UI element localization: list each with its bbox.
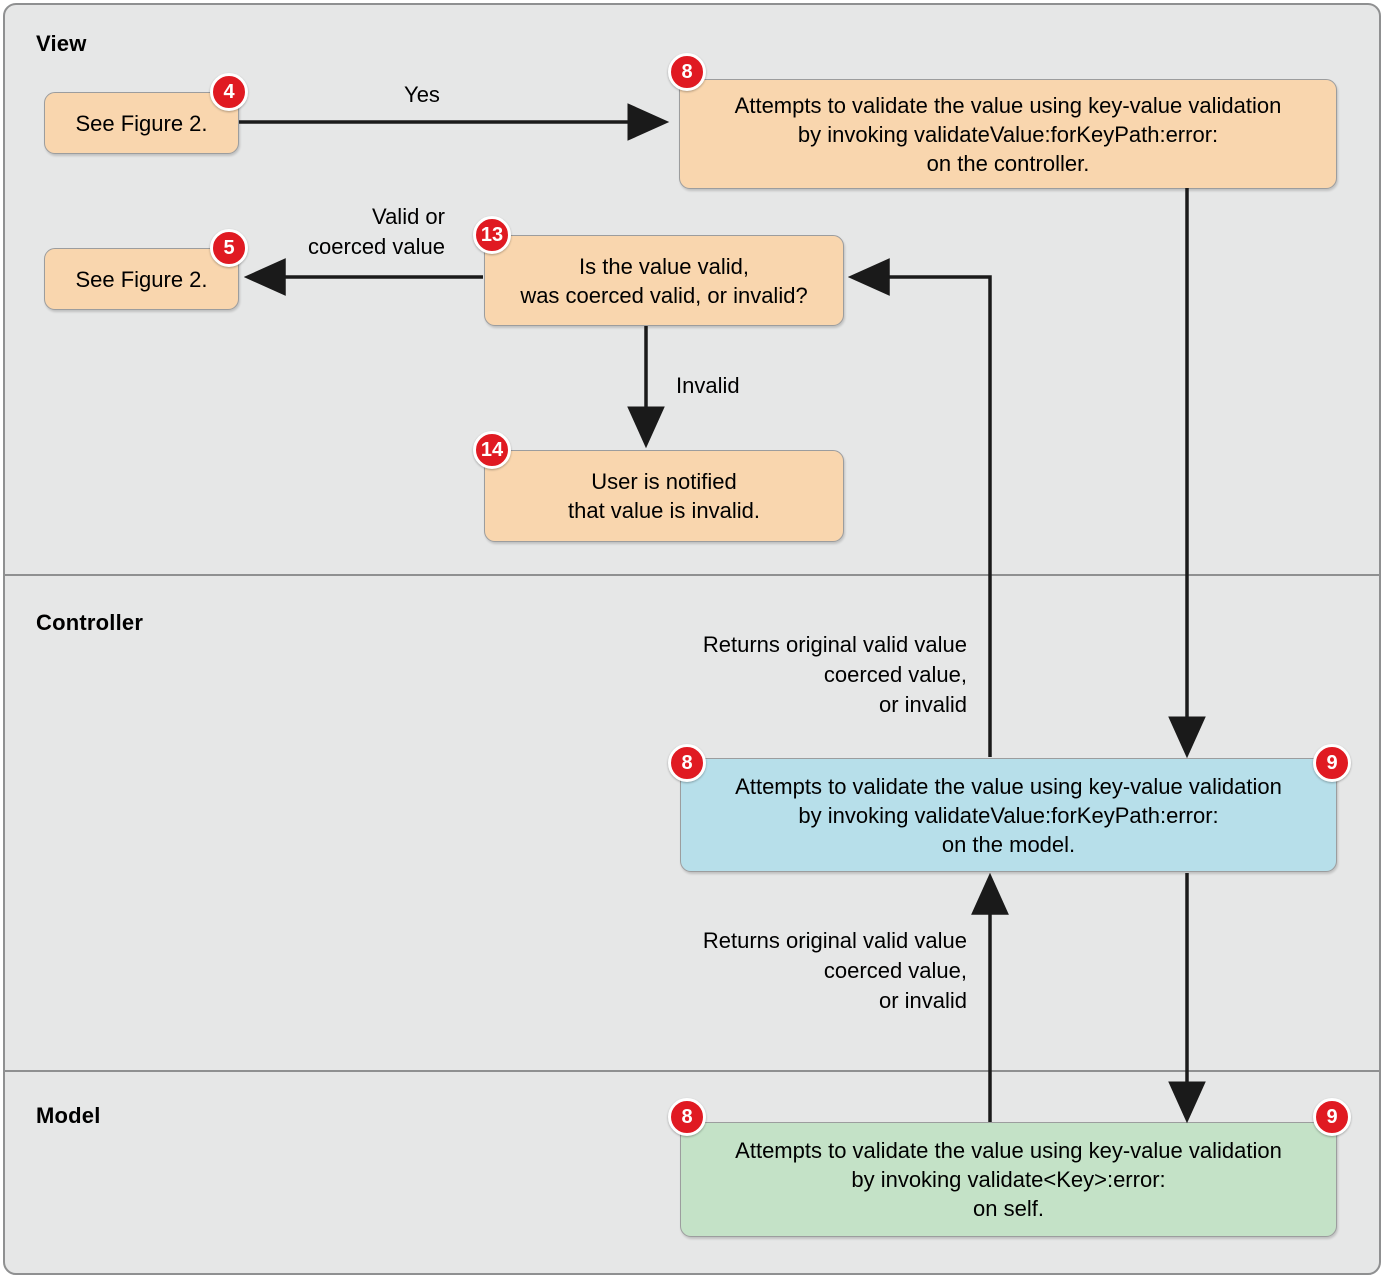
node-see-figure-2-a-text: See Figure 2.: [75, 110, 208, 136]
node-validate-model-text: Attempts to validate the value using key…: [735, 773, 1282, 857]
lane-divider-view-controller: [5, 574, 1379, 576]
step-badge-13: 13: [473, 216, 511, 254]
swimlane-container: View Controller Model: [3, 3, 1381, 1275]
step-badge-9-model: 9: [1313, 1098, 1351, 1136]
edge-label-invalid: Invalid: [676, 373, 740, 398]
node-validate-controller[interactable]: Attempts to validate the value using key…: [679, 79, 1337, 189]
step-badge-14: 14: [473, 431, 511, 469]
lane-title-controller: Controller: [36, 610, 144, 635]
node-see-figure-2-b-text: See Figure 2.: [75, 266, 208, 292]
node-is-value-valid-text: Is the value valid, was coerced valid, o…: [520, 253, 808, 308]
step-badge-8-model: 8: [668, 1098, 706, 1136]
lane-title-model: Model: [36, 1103, 101, 1128]
step-badge-9-controller: 9: [1313, 744, 1351, 782]
edge-label-yes: Yes: [404, 82, 440, 107]
lane-title-view: View: [36, 31, 87, 56]
node-validate-controller-text: Attempts to validate the value using key…: [734, 92, 1282, 176]
lane-divider-controller-model: [5, 1070, 1379, 1072]
node-validate-model[interactable]: Attempts to validate the value using key…: [680, 758, 1337, 872]
node-user-notified[interactable]: User is notified that value is invalid.: [484, 450, 844, 542]
node-user-notified-text: User is notified that value is invalid.: [568, 469, 760, 523]
step-badge-5: 5: [210, 229, 248, 267]
step-badge-8-view: 8: [668, 53, 706, 91]
edge-label-returns-to-view: Returns original valid value coerced val…: [702, 632, 967, 717]
step-badge-4: 4: [210, 73, 248, 111]
node-validate-self-text: Attempts to validate the value using key…: [735, 1138, 1282, 1221]
edge-label-returns-to-controller: Returns original valid value coerced val…: [702, 928, 967, 1013]
node-see-figure-2-a[interactable]: See Figure 2.: [44, 92, 239, 154]
step-badge-8-controller: 8: [668, 744, 706, 782]
node-is-value-valid[interactable]: Is the value valid, was coerced valid, o…: [484, 235, 844, 326]
node-validate-self[interactable]: Attempts to validate the value using key…: [680, 1122, 1337, 1237]
edge-label-valid-or-coerced-value: Valid or coerced value: [308, 204, 445, 259]
node-see-figure-2-b[interactable]: See Figure 2.: [44, 248, 239, 310]
